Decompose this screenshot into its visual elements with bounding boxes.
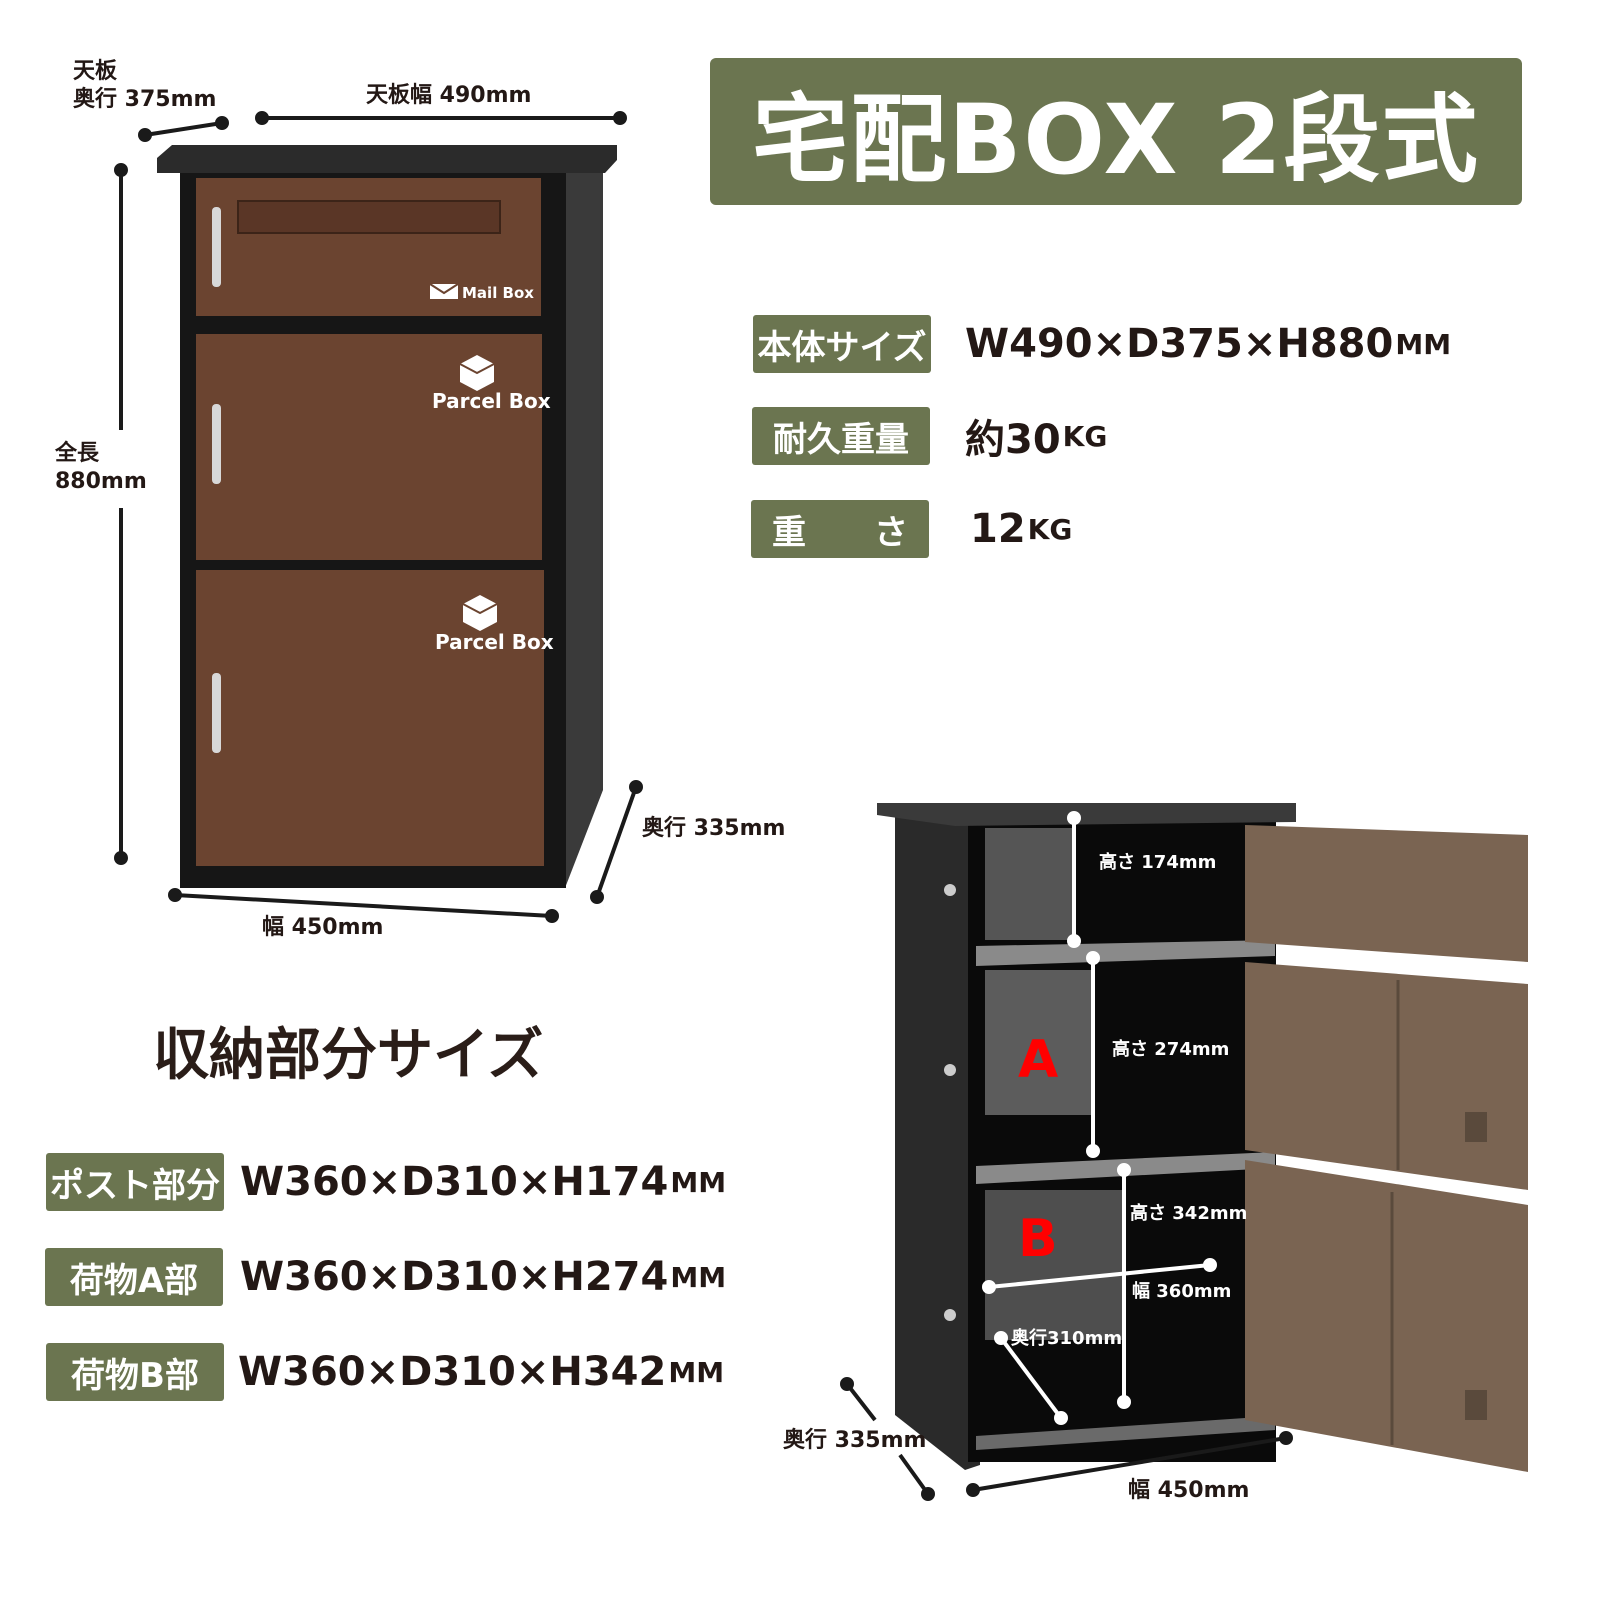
hinge-icon [944,884,956,896]
storage-unit: MM [670,1165,727,1199]
storage-label-a: 荷物A部 [45,1248,223,1306]
spec-unit: KG [1062,419,1108,453]
open-door-a [1245,962,1528,1190]
spec-value: 約30 [965,417,1061,463]
height-line1: 全長 [55,441,100,466]
top-width-label: 天板幅 490mm [366,83,532,108]
compartment-a-label: A [1018,1030,1058,1090]
shelf [976,940,1275,966]
door-handle [212,673,221,753]
hinge-icon [944,1064,956,1076]
mail-box-label: Mail Box [462,284,534,302]
top-depth-label: 天板奥行 375mm [73,58,216,114]
front-dimension-lines [114,111,643,923]
interior-dimension-lines [982,811,1217,1425]
outer-depth-label: 奥行 335mm [783,1427,926,1453]
post-height-label: 高さ 174mm [1099,851,1216,873]
outer-width-label: 幅 450mm [1128,1478,1249,1503]
storage-label-b: 荷物B部 [46,1343,224,1401]
storage-unit: MM [670,1260,727,1294]
storage-unit: MM [668,1355,725,1389]
height-line2: 880mm [55,469,147,494]
depth-label: 奥行 335mm [642,816,786,841]
spec-unit: KG [1027,512,1073,546]
storage-heading: 収納部分サイズ [153,1023,544,1088]
storage-label-post: ポスト部分 [46,1153,224,1211]
product-title: 宅配BOX 2段式 [752,84,1480,196]
parcel-box-label-2: Parcel Box [435,630,554,654]
spec-label-load: 耐久重量 [752,407,930,465]
spec-label-body-size: 本体サイズ [753,315,931,373]
parcel-box-label-1: Parcel Box [432,389,551,413]
spec-label-weight: 重 さ [751,500,929,558]
open-cabinet [877,803,1528,1472]
parcel-box-icon [462,595,498,631]
b-height-label: 高さ 342mm [1130,1202,1247,1224]
product-title-banner: 宅配BOX 2段式 [710,58,1522,205]
envelope-icon [429,283,459,299]
door-handle [212,207,221,287]
spec-unit: MM [1395,327,1452,361]
hinge-icon [944,1309,956,1321]
door-handle [212,404,221,484]
b-width-label: 幅 360mm [1132,1280,1231,1302]
storage-value: W360×D310×H174 [240,1159,669,1205]
storage-value: W360×D310×H274 [240,1254,669,1300]
width-label: 幅 450mm [262,915,384,940]
b-depth-label: 奥行310mm [1011,1327,1122,1349]
open-mail-door [1245,825,1528,962]
a-height-label: 高さ 274mm [1112,1038,1229,1060]
top-depth-line1: 天板 [73,59,118,84]
storage-value: W360×D310×H342 [238,1349,667,1395]
parcel-box-icon [459,355,495,391]
open-door-b [1245,1160,1528,1472]
height-label: 全長 880mm [55,440,147,496]
top-depth-line2: 奥行 375mm [73,87,217,112]
spec-value: W490×D375×H880 [965,321,1394,367]
outer-dimension-lines [840,1377,1293,1501]
spec-value: 12 [970,506,1026,552]
front-cabinet: Mail Box Parcel Box Parcel Box [157,145,617,888]
compartment-b-label: B [1018,1209,1058,1269]
